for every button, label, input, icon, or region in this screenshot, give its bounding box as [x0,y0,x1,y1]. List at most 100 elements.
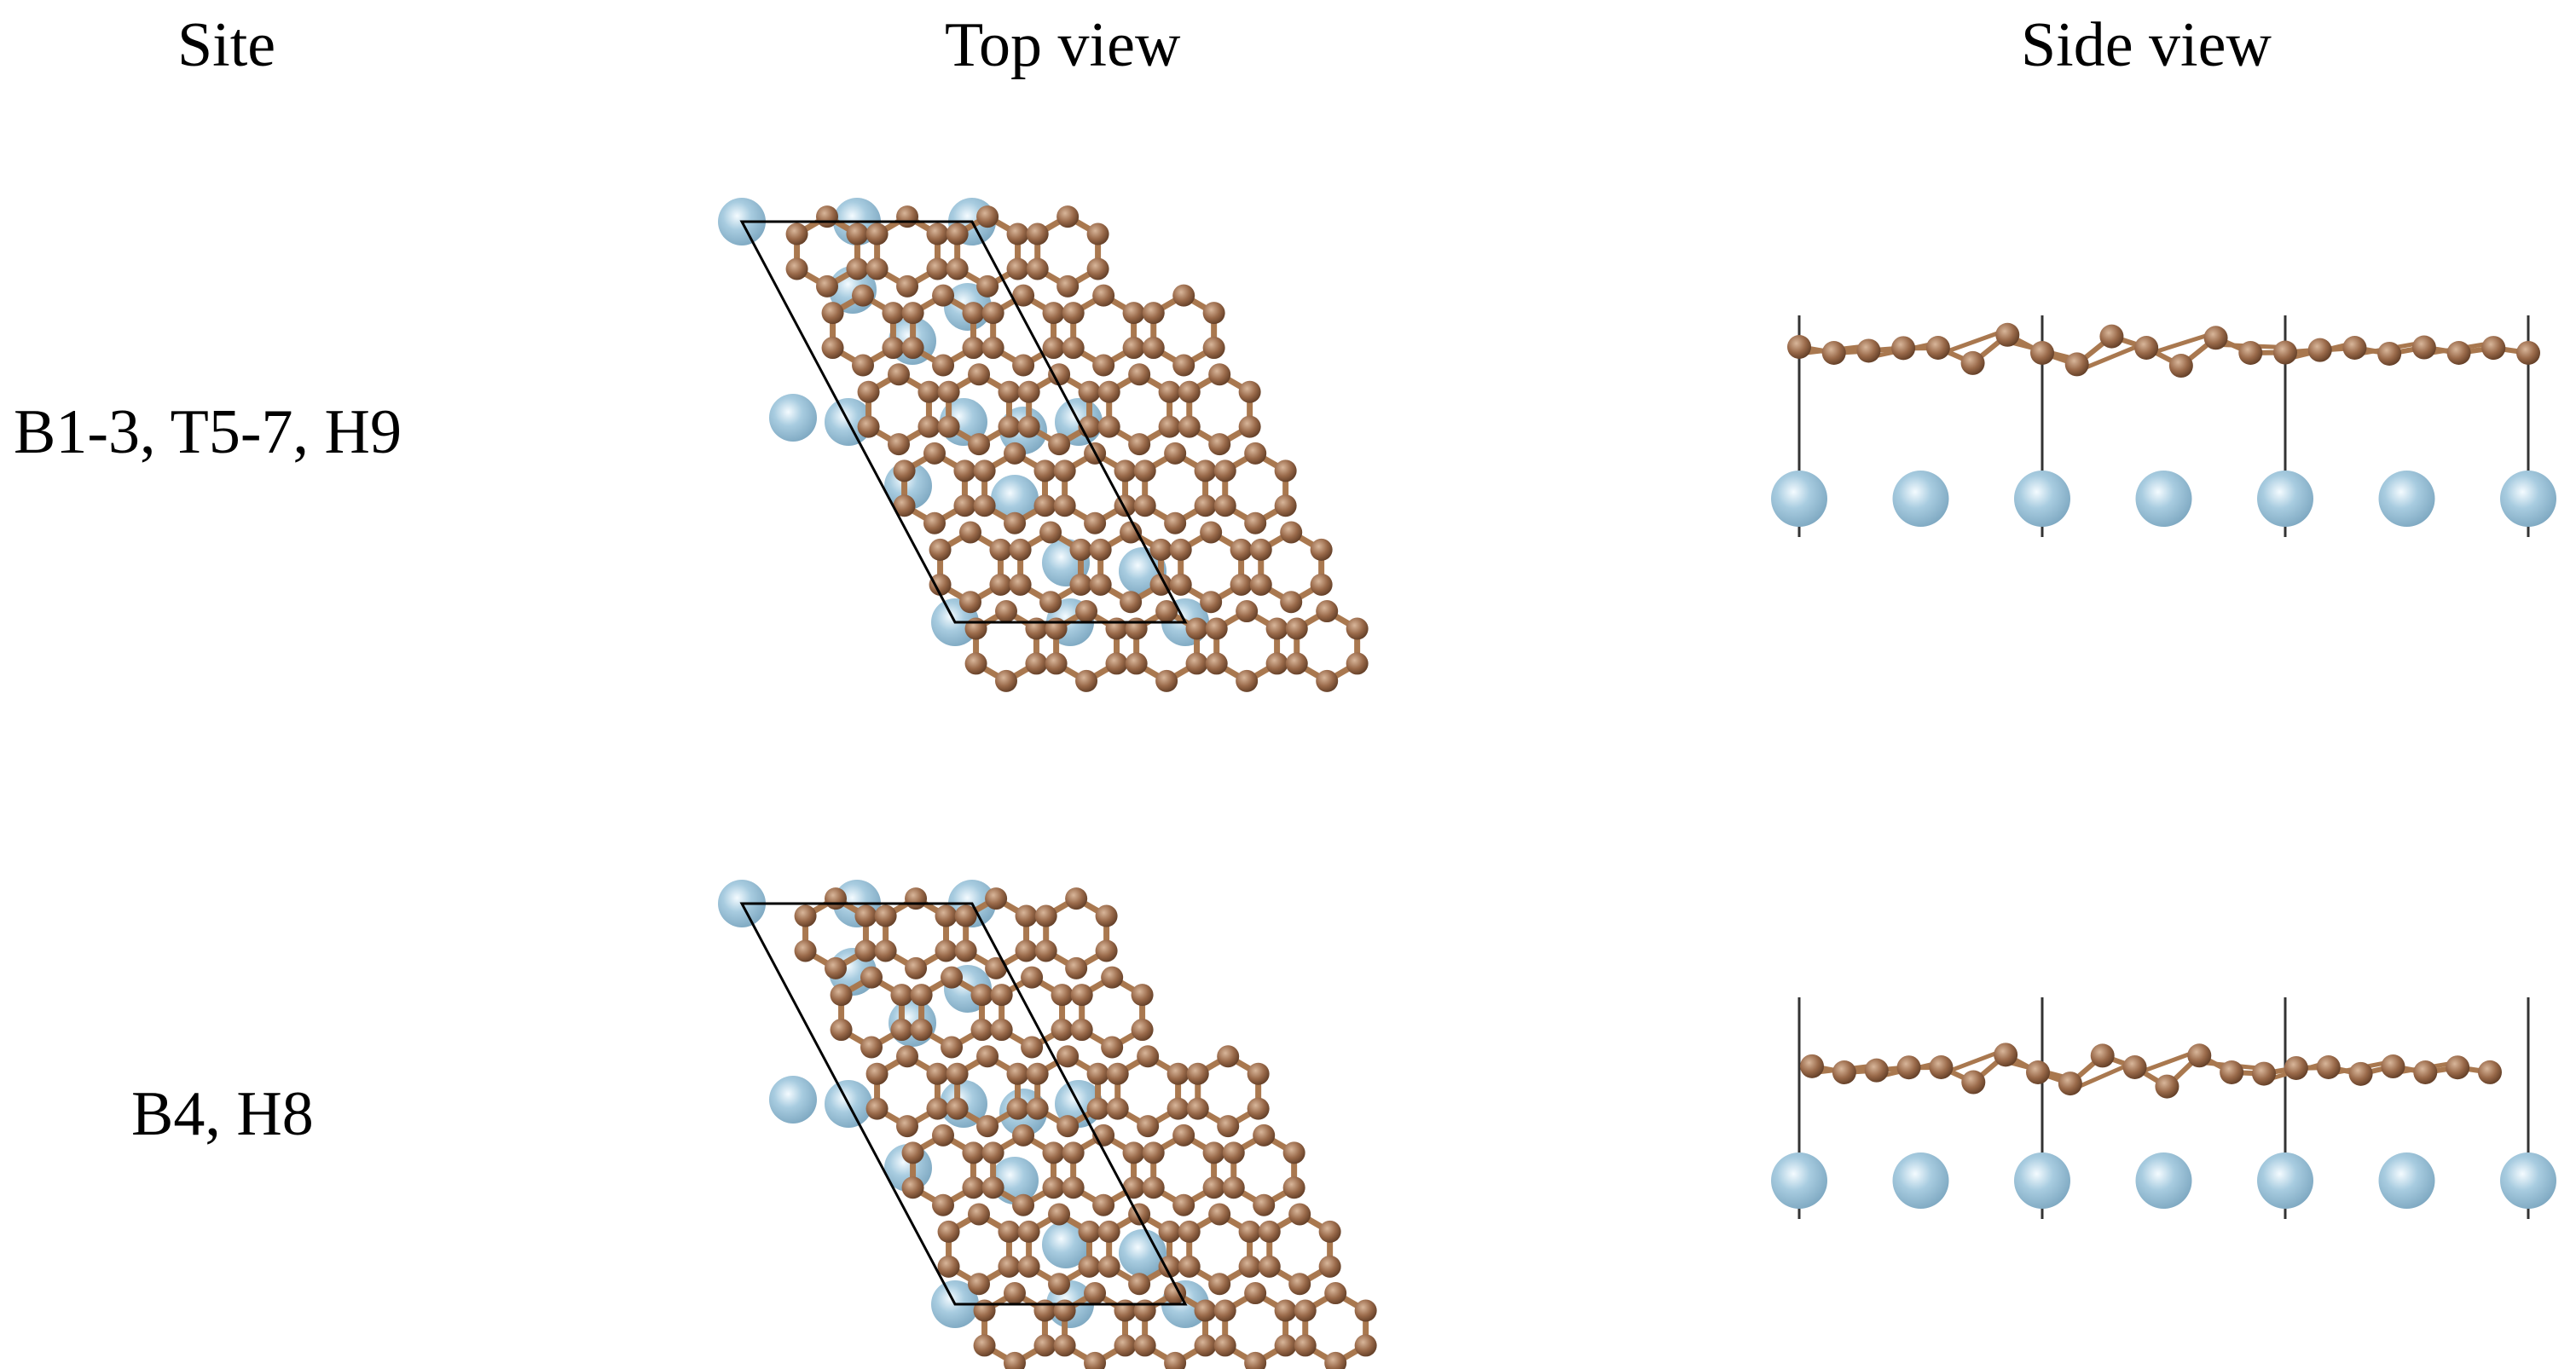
carbon-atom [1166,1062,1190,1085]
carbon-atom [1089,573,1112,596]
carbon-atom [1026,1097,1049,1120]
carbon-atom [1856,338,1881,363]
carbon-atom [1004,511,1027,534]
carbon-atom [1015,904,1038,927]
carbon-atom [926,257,949,280]
carbon-atom [905,887,928,910]
carbon-atom [1069,573,1092,596]
carbon-atom [1021,1036,1044,1059]
carbon-atom [1166,1097,1190,1120]
carbon-atom [1034,939,1057,962]
carbon-atom [976,1115,999,1138]
carbon-atom [1039,591,1062,614]
carbon-atom [1285,617,1308,640]
carbon-atom [1097,415,1120,438]
carbon-atom [932,1124,954,1147]
substrate-atom [1042,1221,1090,1268]
carbon-atom [1274,494,1297,517]
carbon-atom [1238,380,1261,403]
carbon-atom [1033,1334,1056,1357]
carbon-atom [1128,433,1151,456]
carbon-atom [1318,1255,1341,1278]
carbon-atom [1265,652,1288,675]
carbon-atom [1133,1299,1156,1322]
carbon-atom [1017,1220,1040,1243]
carbon-atom [1249,538,1272,561]
carbon-atom [1208,1203,1231,1226]
carbon-atom [1238,1255,1261,1278]
carbon-atom [1178,380,1201,403]
carbon-atom [1158,415,1181,438]
carbon-atom [1056,1045,1080,1068]
carbon-atom [1084,511,1107,534]
carbon-atom [1891,336,1916,361]
carbon-atom [1053,459,1076,482]
carbon-atom [1012,284,1035,307]
carbon-atom [990,1019,1013,1042]
carbon-atom [1186,1062,1209,1085]
carbon-atom [2478,1060,2502,1084]
carbon-atom [1960,350,1985,375]
carbon-atom [1294,1299,1317,1322]
carbon-atom [2090,1043,2115,1068]
carbon-atom [1164,1351,1187,1369]
carbon-atom [1185,617,1208,640]
carbon-atom [2316,1055,2341,1079]
carbon-atom [989,538,1012,561]
carbon-atom [954,904,977,927]
substrate-atom [1771,471,1827,527]
carbon-atom [1205,652,1228,675]
carbon-atom [1149,538,1172,561]
carbon-atom [2064,352,2089,377]
carbon-atom [1125,652,1148,675]
carbon-atom [1015,939,1038,962]
carbon-atom [1017,380,1040,403]
carbon-atom [1051,984,1074,1007]
carbon-atom [2413,1060,2438,1084]
carbon-atom [1133,1334,1156,1357]
carbon-atom [1070,1019,1093,1042]
carbon-atom [1051,1019,1074,1042]
carbon-atom [1280,521,1303,544]
carbon-atom [1006,1062,1029,1085]
carbon-atom [1186,1097,1209,1120]
carbon-atom [970,1019,993,1042]
carbon-atom [970,984,993,1007]
carbon-atom [1213,1299,1236,1322]
carbon-atom [896,1115,918,1138]
carbon-atom [901,302,924,325]
carbon-atom [1004,1282,1026,1305]
carbon-atom [846,222,869,245]
carbon-atom [1288,1273,1311,1296]
carbon-atom [1142,302,1165,325]
carbon-atom [1101,1036,1124,1059]
carbon-atom [1200,521,1223,544]
carbon-atom [962,337,985,360]
carbon-atom [1053,494,1076,517]
column-header-top-view: Top view [945,10,1181,80]
carbon-atom [2446,341,2471,365]
carbon-atom [1056,274,1080,297]
carbon-atom [1106,1062,1129,1085]
carbon-atom [998,1220,1021,1243]
carbon-atom [1217,1115,1240,1138]
carbon-atom [1213,494,1236,517]
carbon-atom [865,257,889,280]
carbon-atom [785,257,808,280]
carbon-atom [995,600,1017,623]
carbon-atom [1213,459,1236,482]
carbon-atom [976,205,999,228]
carbon-atom [1033,1299,1056,1322]
substrate-atom [1892,471,1949,527]
carbon-atom [2342,336,2367,360]
carbon-atom [981,1176,1004,1199]
carbon-atom [1230,538,1253,561]
substrate-atom [2378,1152,2435,1209]
carbon-atom [1178,1220,1201,1243]
carbon-atom [1105,617,1128,640]
carbon-atom [2168,354,2193,378]
carbon-atom [2481,336,2506,361]
carbon-atom [985,887,1008,910]
carbon-atom [1042,302,1065,325]
carbon-atom [923,511,946,534]
